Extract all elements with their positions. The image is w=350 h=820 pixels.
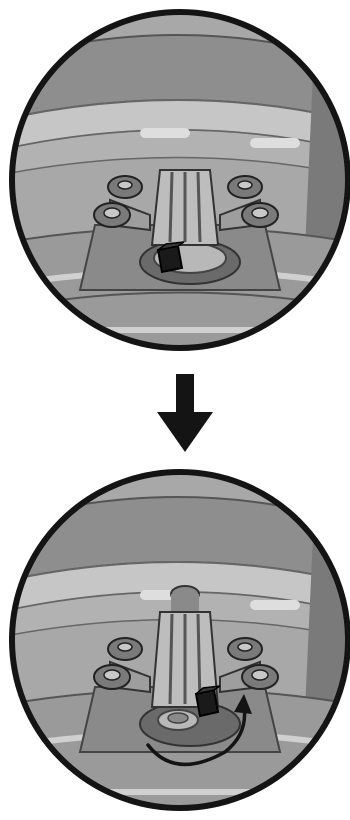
bolt-left-rear [108,176,142,198]
step-1-illustration [0,0,350,358]
bolt-right-rear [228,176,262,198]
zoomed-view [0,462,350,820]
step-2-illustration [0,462,350,820]
bolt-right-front [242,203,278,227]
hub-closeup-after [0,462,350,820]
hub-closeup-before [0,0,350,358]
arrow-down-icon [155,372,215,456]
bolt-right-front [242,665,278,689]
bolt-left-front [94,665,130,689]
bolt-right-rear [228,638,262,660]
bolt-left-rear [108,638,142,660]
zoomed-view [0,0,350,358]
bolt-left-front [94,203,130,227]
